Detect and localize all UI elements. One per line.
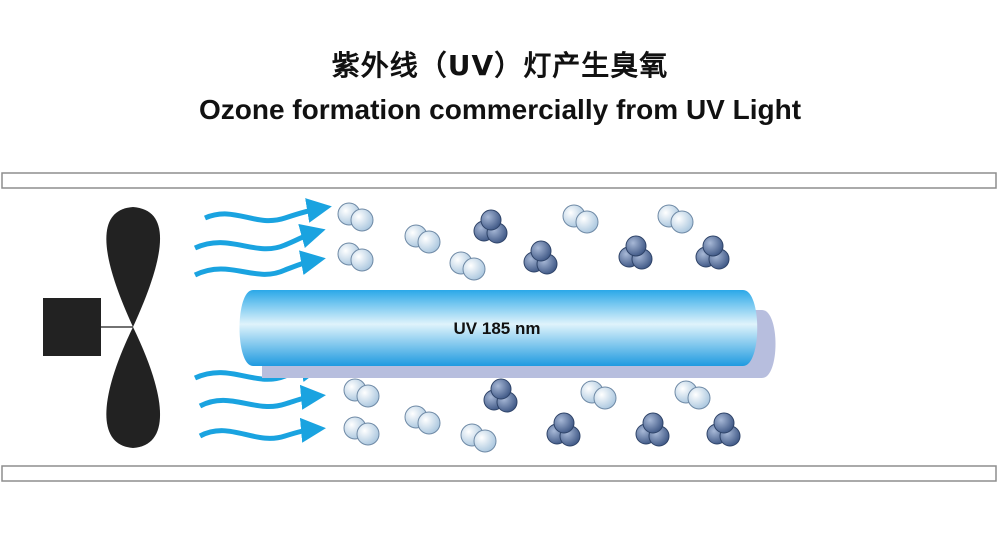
o3-molecule bbox=[523, 240, 558, 275]
o2-molecule bbox=[562, 204, 599, 234]
airflow-arrow bbox=[198, 417, 326, 443]
duct-top-wall bbox=[1, 172, 997, 189]
o2-molecule bbox=[337, 202, 374, 232]
o3-molecule bbox=[695, 235, 730, 270]
o3-molecule bbox=[473, 209, 508, 244]
title-english: Ozone formation commercially from UV Lig… bbox=[198, 94, 802, 125]
o3-molecule bbox=[706, 412, 741, 447]
o3-molecule bbox=[483, 378, 518, 413]
title-chinese: 紫外线（UV）灯产生臭氧 bbox=[331, 49, 669, 82]
fan-icon bbox=[43, 207, 161, 448]
uv-lamp-label: UV 185 nm bbox=[454, 319, 541, 338]
airflow-arrow bbox=[193, 250, 326, 278]
o2-molecule bbox=[657, 204, 694, 234]
o3-molecule bbox=[618, 235, 653, 270]
airflow-arrow bbox=[204, 198, 332, 224]
fan-blade-bottom bbox=[106, 327, 161, 448]
airflow-arrows bbox=[193, 198, 332, 443]
uv-lamp-tube bbox=[239, 290, 758, 366]
o2-molecule bbox=[404, 405, 441, 435]
o2-molecule bbox=[449, 251, 486, 281]
o2-molecule bbox=[674, 380, 711, 410]
o3-molecule bbox=[635, 412, 670, 447]
airflow-arrow bbox=[198, 384, 326, 410]
fan-blade-top bbox=[106, 207, 161, 327]
o2-molecule bbox=[460, 423, 497, 453]
o2-molecule bbox=[580, 380, 617, 410]
duct-bottom-wall bbox=[1, 465, 997, 482]
o2-molecule bbox=[337, 242, 374, 272]
airflow-arrow bbox=[193, 223, 326, 252]
uv-lamp: UV 185 nm bbox=[239, 290, 776, 378]
o2-molecule bbox=[404, 224, 441, 254]
o2-molecule bbox=[343, 416, 380, 446]
o2-molecule bbox=[343, 378, 380, 408]
fan-motor bbox=[43, 298, 101, 356]
o3-molecule bbox=[546, 412, 581, 447]
